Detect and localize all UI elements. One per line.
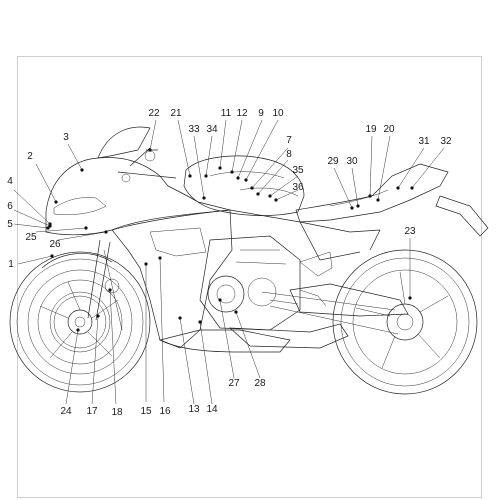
callout-36: 36	[292, 182, 304, 193]
side-fairing	[111, 209, 233, 349]
callout-16: 16	[159, 406, 171, 417]
leader-lines	[13, 119, 445, 405]
windscreen	[97, 126, 151, 159]
callout-13: 13	[188, 404, 200, 415]
callout-33: 33	[188, 124, 200, 135]
number-plate-holder	[435, 195, 489, 237]
callout-32: 32	[440, 136, 452, 147]
callout-3: 3	[63, 132, 69, 143]
belly-pan	[158, 329, 291, 353]
callout-6: 6	[7, 201, 13, 212]
callout-31: 31	[418, 136, 430, 147]
chain	[261, 291, 399, 335]
callout-25: 25	[25, 232, 37, 243]
rear-shock	[299, 251, 333, 277]
callout-20: 20	[383, 124, 395, 135]
front-fork	[87, 239, 123, 331]
seat-and-tail	[295, 163, 449, 223]
callout-1: 1	[8, 259, 14, 270]
side-vent	[149, 227, 207, 257]
callout-30: 30	[346, 156, 358, 167]
frame	[229, 209, 381, 261]
callout-4: 4	[7, 176, 13, 187]
callout-12: 12	[236, 108, 248, 119]
headlight	[53, 197, 107, 215]
footpeg	[299, 289, 327, 307]
callout-22: 22	[148, 108, 160, 119]
swingarm	[289, 283, 409, 317]
handlebar	[117, 147, 177, 183]
callout-14: 14	[206, 404, 218, 415]
callout-5: 5	[7, 219, 13, 230]
front-wheel	[9, 251, 151, 393]
callout-21: 21	[170, 108, 182, 119]
engine	[199, 235, 301, 331]
callout-24: 24	[60, 406, 72, 417]
callout-8: 8	[286, 149, 292, 160]
callout-7: 7	[286, 135, 292, 146]
fuel-tank	[183, 155, 305, 216]
front-fairing	[45, 157, 231, 236]
callout-11: 11	[220, 108, 232, 119]
front-mudguard	[41, 253, 113, 269]
callout-10: 10	[272, 108, 284, 119]
callout-9: 9	[258, 108, 264, 119]
callout-15: 15	[140, 406, 152, 417]
callout-27: 27	[228, 378, 240, 389]
front-brake-disc	[49, 291, 111, 353]
callout-17: 17	[86, 406, 98, 417]
callout-19: 19	[365, 124, 377, 135]
callout-23: 23	[404, 226, 416, 237]
callout-26: 26	[49, 239, 61, 250]
diagram-frame	[17, 56, 482, 498]
callout-18: 18	[111, 407, 123, 418]
callout-2: 2	[27, 151, 33, 162]
callout-29: 29	[327, 156, 339, 167]
callout-28: 28	[254, 378, 266, 389]
rear-wheel	[332, 249, 478, 395]
exhaust	[229, 323, 349, 349]
callout-35: 35	[292, 165, 304, 176]
callout-34: 34	[206, 124, 218, 135]
